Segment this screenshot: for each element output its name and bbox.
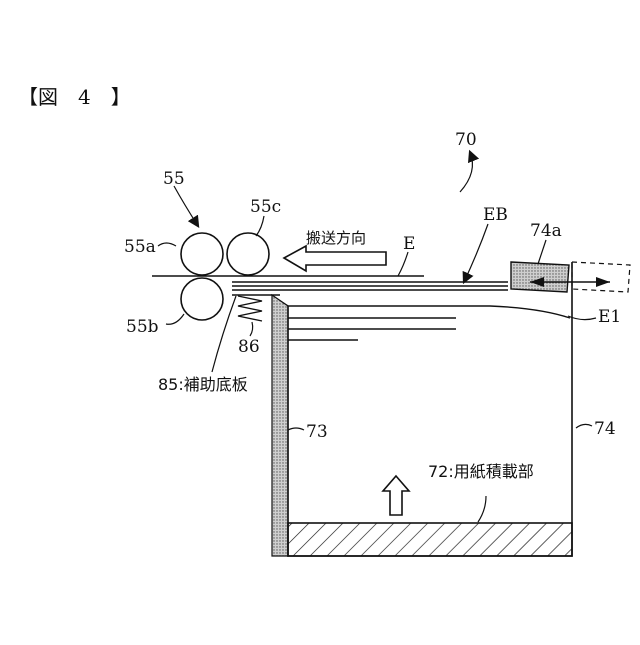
conveying-direction-arrow-icon xyxy=(284,246,386,271)
leader-EB xyxy=(464,224,488,282)
lift-up-arrow-icon xyxy=(383,476,409,515)
label-roller-b: 55b xyxy=(126,317,159,337)
stacking-part-72 xyxy=(288,523,572,556)
roller-55a xyxy=(181,233,223,275)
stopper-dashed xyxy=(572,262,630,292)
leader-73 xyxy=(288,428,304,430)
leader-55 xyxy=(174,186,198,226)
figure-label: 【図 4 】 xyxy=(18,85,131,109)
leader-85 xyxy=(212,296,236,372)
leader-55c xyxy=(256,216,264,236)
label-sheet: E xyxy=(403,234,415,254)
label-spring: 86 xyxy=(238,337,260,357)
label-stopper: 74a xyxy=(530,221,562,241)
leader-70 xyxy=(460,152,472,192)
roller-55c xyxy=(227,233,269,275)
label-auxiliary-plate: 85:補助底板 xyxy=(158,375,248,394)
leader-74a xyxy=(538,240,546,264)
wall-73 xyxy=(272,295,288,556)
leader-55b xyxy=(166,314,184,324)
sheet-bundle xyxy=(232,282,508,290)
label-stacking-part: 72:用紙積載部 xyxy=(428,462,534,481)
leader-E xyxy=(398,252,408,276)
stopper-74a xyxy=(511,262,569,292)
label-roller-c: 55c xyxy=(250,197,281,217)
label-wall: 73 xyxy=(306,422,328,442)
label-sheet-edge: E1 xyxy=(598,307,621,327)
label-sheet-bundle: EB xyxy=(483,205,508,225)
stopper-arrow-right-icon xyxy=(596,277,610,287)
spring-86 xyxy=(238,296,262,321)
leader-86 xyxy=(250,322,253,336)
tray-sheets xyxy=(275,298,570,340)
label-roller-group: 55 xyxy=(163,169,185,189)
leader-72 xyxy=(478,496,486,522)
roller-55b xyxy=(181,278,223,320)
conveying-direction-label: 搬送方向 xyxy=(306,229,366,247)
leader-55a xyxy=(158,243,176,246)
label-roller-a: 55a xyxy=(124,237,156,257)
label-tray-wall: 74 xyxy=(594,419,616,439)
label-device: 70 xyxy=(455,130,477,150)
leader-74 xyxy=(576,424,592,428)
